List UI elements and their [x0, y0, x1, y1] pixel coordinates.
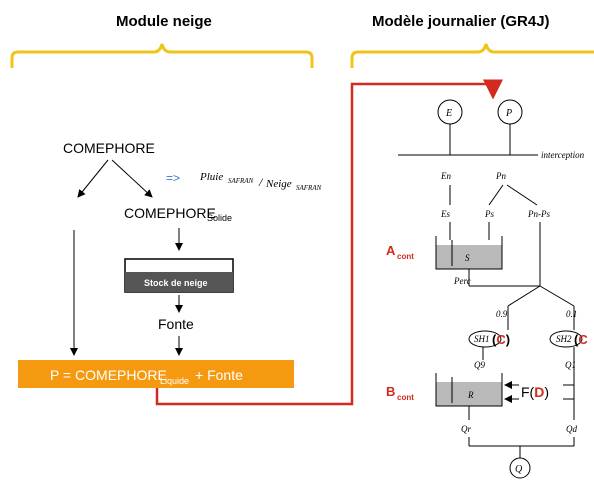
- split-right: [539, 285, 575, 307]
- arrow-comephore-left: [77, 159, 109, 198]
- uh2: [549, 330, 583, 348]
- outflow-label: Q: [515, 464, 523, 475]
- evap-label: E: [445, 108, 452, 119]
- pnps-label: Pn-Ps: [527, 209, 550, 219]
- uh2-label: SH2: [556, 334, 572, 344]
- result-formula: P = COMEPHORE Liquide + Fonte: [50, 367, 243, 386]
- arrow-comephore-right: [111, 159, 153, 198]
- link-result-to-gr4j: [155, 79, 503, 406]
- fonte-label: Fonte: [158, 316, 194, 332]
- outflow-node: [509, 457, 531, 479]
- b-cont: B: [386, 384, 395, 399]
- svg-text:Solide: Solide: [207, 213, 232, 223]
- precip-label: P: [505, 108, 512, 119]
- svg-text:/: /: [258, 175, 264, 189]
- perc-label: Perc: [453, 276, 471, 286]
- ratio-arrow: =>: [166, 171, 180, 185]
- svg-text:COMEPHORE: COMEPHORE: [124, 205, 216, 221]
- svg-text:Liquide: Liquide: [160, 376, 189, 386]
- title-modele-journalier: Modèle journalier (GR4J): [372, 13, 550, 30]
- exchange-label: F(D): [521, 384, 549, 400]
- uh1-label: SH1: [474, 334, 490, 344]
- svg-text:Neige: Neige: [265, 178, 292, 190]
- q9-label: Q9: [474, 360, 485, 370]
- ps-label: Ps: [484, 209, 494, 219]
- pn-pnps-line: [506, 184, 538, 206]
- result-box: [18, 360, 294, 388]
- title-module-neige: Module neige: [116, 13, 212, 30]
- exchange-label-bg: [519, 383, 563, 401]
- svg-text:SAFRAN: SAFRAN: [296, 184, 322, 192]
- svg-text:Pluie: Pluie: [199, 171, 223, 183]
- es-label: Es: [440, 209, 450, 219]
- uh1: [468, 330, 502, 348]
- store-r-label: R: [467, 390, 474, 400]
- brace-right: [350, 43, 594, 68]
- uh2-c: (C: [574, 332, 588, 347]
- brace-left: [10, 43, 314, 68]
- pn-label: Pn: [495, 171, 506, 181]
- production-store-fill: [436, 245, 502, 269]
- svg-text:+ Fonte: + Fonte: [195, 367, 243, 383]
- comephore-solide-label: COMEPHORE Solide: [124, 205, 232, 223]
- split-left: [507, 285, 541, 307]
- interception-label: interception: [541, 150, 585, 160]
- pn-ps-line: [488, 184, 504, 206]
- en-label: En: [440, 171, 451, 181]
- stock-fill: [125, 272, 233, 292]
- split-09: 0.9: [496, 309, 508, 319]
- comephore-label: COMEPHORE: [63, 140, 155, 156]
- b-cont-sub: cont: [397, 393, 414, 402]
- a-cont: A: [386, 243, 396, 258]
- split-01: 0.1: [566, 309, 577, 319]
- uh1-c: (C): [492, 332, 510, 347]
- qd-label: Qd: [566, 424, 577, 434]
- svg-text:P = COMEPHORE: P = COMEPHORE: [50, 367, 167, 383]
- qr-label: Qr: [461, 424, 471, 434]
- store-s-label: S: [465, 253, 470, 263]
- svg-text:SAFRAN: SAFRAN: [228, 177, 254, 185]
- routing-store-fill: [436, 382, 502, 406]
- stock-label: Stock de neige: [144, 278, 208, 288]
- q1-label: Q1: [565, 360, 576, 370]
- snow-ratio: Pluie SAFRAN / Neige SAFRAN: [199, 171, 322, 192]
- a-cont-sub: cont: [397, 252, 414, 261]
